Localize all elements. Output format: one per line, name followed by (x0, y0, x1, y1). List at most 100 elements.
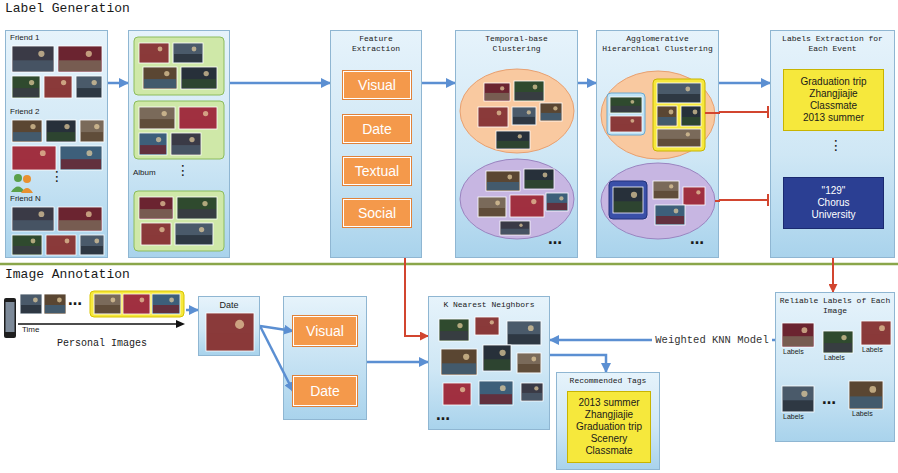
process-panel: Temporal-base Clustering (455, 30, 578, 258)
photo-thumbnail (12, 146, 56, 170)
feature-panel: VisualDate (283, 296, 367, 420)
illustration (129, 31, 231, 259)
ellipsis-mark: … (68, 293, 82, 308)
photo-light (841, 335, 846, 340)
photo-ground (142, 235, 170, 244)
photo-light (30, 124, 35, 129)
photo-light (40, 150, 46, 156)
panel-title: Date (202, 300, 256, 311)
photo-thumbnail (613, 187, 643, 213)
tag-box: "129"ChorusUniversity (783, 177, 884, 229)
photo-light (29, 80, 34, 85)
photo-frame (12, 146, 56, 170)
photo-thumbnail (514, 81, 544, 101)
photo-light (199, 227, 204, 232)
album-group (134, 191, 224, 251)
photo-ground (182, 79, 216, 88)
photo-ground (207, 334, 253, 350)
flow-arrow (260, 326, 293, 391)
photo-thumbnail (484, 83, 510, 101)
photo-ground (174, 54, 202, 62)
photo-frame (206, 313, 254, 351)
photo-light (559, 196, 563, 200)
illustration (456, 31, 579, 259)
photo-thumbnail (76, 76, 102, 98)
photo-thumbnail (139, 197, 173, 219)
photo-thumbnail (12, 76, 40, 98)
photo-thumbnail (657, 83, 701, 103)
photo-frame (657, 83, 701, 103)
photo-frame (12, 76, 40, 98)
photo-ground (522, 393, 542, 400)
ellipsis-mark: … (822, 392, 836, 407)
ellipsis-mark: … (548, 232, 562, 247)
photo-ground (850, 396, 882, 408)
photo-ground (684, 197, 704, 204)
feature-label: Textual (355, 163, 399, 179)
photo-light (33, 298, 38, 303)
photo-ground (487, 182, 519, 190)
photo-thumbnail (849, 381, 883, 409)
tag-text: Scenery (591, 433, 628, 445)
photo-frame (517, 353, 541, 373)
photo-frame (496, 131, 530, 149)
photo-light (500, 385, 506, 391)
photo-ground (95, 305, 120, 313)
photo-thumbnail (507, 321, 541, 345)
feature-label: Date (362, 121, 392, 137)
photo-light (192, 47, 197, 52)
photo-light (86, 211, 92, 217)
photo-thumbnail (20, 294, 42, 314)
photo-frame (507, 321, 541, 345)
photo-thumbnail (478, 107, 508, 127)
photo-frame (76, 76, 102, 98)
photo-frame (782, 323, 814, 347)
photo-ground (140, 209, 172, 218)
photo-thumbnail (12, 120, 42, 142)
photo-thumbnail (517, 353, 541, 373)
photo-thumbnail (510, 195, 544, 217)
photo-frame (512, 107, 536, 125)
photo-ground (658, 117, 676, 125)
photo-thumbnail (46, 120, 76, 142)
photo-light (528, 325, 534, 331)
tag-text: Classmate (585, 445, 632, 457)
ellipsis-mark: ⋮ (50, 169, 64, 184)
photo-thumbnail (152, 294, 180, 314)
photo-frame (524, 169, 554, 189)
panel-title: K Nearest Neighbors (432, 300, 546, 310)
tag-text: Chorus (817, 197, 849, 209)
flow-arrow (550, 355, 606, 372)
photo-frame (823, 331, 853, 353)
tag-text: University (812, 209, 856, 221)
photo-light (533, 85, 538, 90)
photo-frame (479, 381, 513, 405)
album-group (134, 37, 224, 95)
photo-light (31, 239, 36, 244)
photo-frame (12, 207, 54, 231)
photo-ground (479, 208, 505, 216)
event-link (715, 200, 720, 202)
photo-thumbnail (657, 106, 677, 126)
event-cluster (601, 163, 715, 239)
photo-ground (611, 106, 641, 112)
flow-arrow (186, 309, 198, 312)
image-label: Labels (862, 346, 883, 354)
photo-light (111, 298, 116, 303)
photo-light (507, 175, 512, 180)
section-heading: Image Annotation (5, 268, 130, 282)
photo-frame (478, 107, 508, 127)
photo-light (87, 150, 93, 156)
photo-frame (141, 223, 171, 245)
photo-ground (59, 60, 101, 71)
photo-frame (655, 205, 685, 225)
photo-light (674, 209, 679, 214)
photo-thumbnail (58, 46, 102, 72)
photo-thumbnail (44, 294, 66, 314)
photo-thumbnail (139, 107, 175, 129)
illustration (776, 293, 896, 443)
photo-frame (546, 193, 568, 211)
photo-thumbnail (782, 323, 814, 347)
photo-thumbnail (44, 76, 72, 98)
photo-light (500, 86, 504, 90)
